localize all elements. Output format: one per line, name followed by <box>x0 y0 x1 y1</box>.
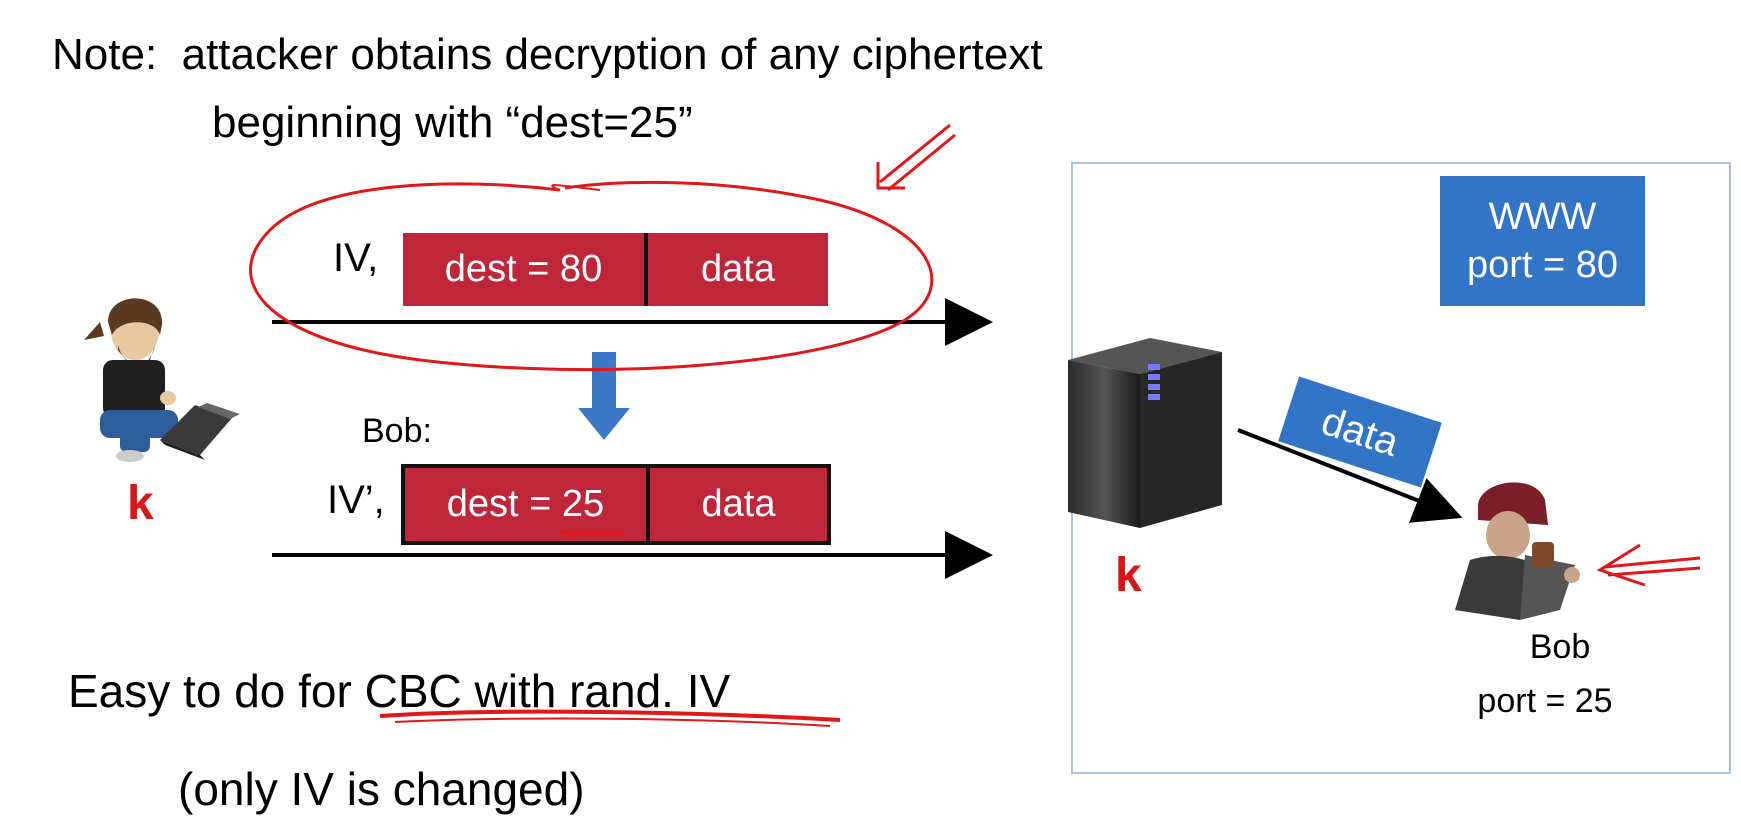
original-packet: dest = 80 data <box>403 233 828 306</box>
easy-text: Easy to do for CBC with rand. IV <box>68 664 730 718</box>
annotation-arrow-top <box>876 123 956 192</box>
packet-dest-field: dest = 80 <box>403 233 648 306</box>
note-line-1: Note: attacker obtains decryption of any… <box>52 30 1043 79</box>
iv-prime-label: IV’, <box>327 478 385 522</box>
server-tower-icon <box>1068 338 1222 528</box>
packet-data-field: data <box>701 248 775 290</box>
annotation-circle <box>249 180 934 372</box>
server-key-label: k <box>1115 549 1142 602</box>
only-iv-changed-text: (only IV is changed) <box>178 763 585 815</box>
www-port: port = 80 <box>1466 244 1619 286</box>
server-to-bob-arrow <box>1237 428 1463 523</box>
iv-label: IV, <box>333 236 379 280</box>
packet-dest-field-modified: dest = 25 <box>405 468 650 541</box>
modified-packet: dest = 25 data <box>401 464 831 545</box>
note-line-2: beginning with “dest=25” <box>212 98 693 147</box>
down-arrow-icon <box>578 352 630 440</box>
easy-underlined: CBC with rand. IV <box>364 665 731 717</box>
laptop-icon <box>160 403 240 460</box>
bob-name: Bob <box>1529 628 1591 666</box>
dest-prefix: dest = <box>446 483 562 525</box>
bob-label: Bob: <box>362 412 432 450</box>
annotation-arrow-bob <box>1596 543 1701 587</box>
dest-value: 25 <box>561 483 605 525</box>
bob-port: port = 25 <box>1477 682 1613 720</box>
easy-prefix: Easy to do for <box>68 665 365 717</box>
www-port-box: WWW port = 80 <box>1440 176 1645 306</box>
bob-figure-icon <box>1455 482 1580 620</box>
packet-data-field-modified: data <box>701 483 776 525</box>
attacker-figure-icon <box>84 298 178 462</box>
annotation-underline-footer <box>379 709 841 722</box>
attacker-key-label: k <box>127 477 154 530</box>
annotation-underline-25 <box>559 530 626 536</box>
www-title: WWW <box>1488 196 1597 238</box>
